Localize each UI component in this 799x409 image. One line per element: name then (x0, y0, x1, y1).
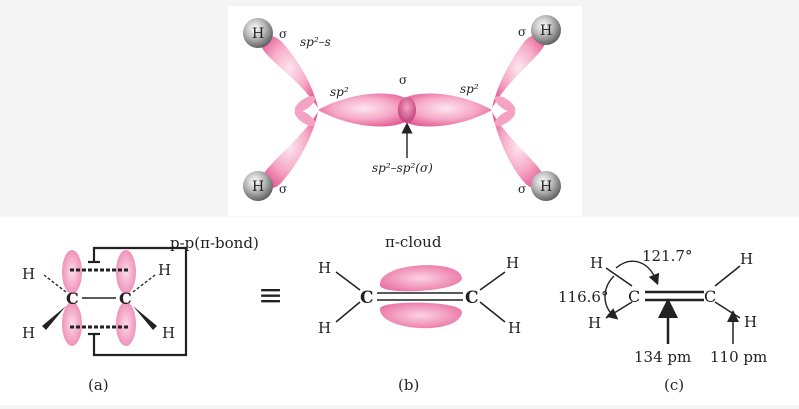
panel-c: C C H H H H 116.6° 121.7° 134 pm 110 pm … (558, 247, 767, 394)
ch-length-label: 110 pm (710, 348, 767, 366)
svg-text:H: H (252, 26, 264, 42)
h-a-2: H (22, 324, 35, 342)
carbon-left-c: C (628, 287, 640, 306)
back-lobe-left-a (294, 95, 316, 113)
sp2-lobe-center-left (318, 93, 411, 127)
sigma-label-upper-left: σ (279, 27, 287, 41)
sp2-label-right: sp² (460, 82, 479, 96)
sigma-label-lower-right: σ (518, 182, 526, 196)
back-lobe-right-b (494, 109, 516, 127)
h-a-4: H (162, 324, 175, 342)
carbon-left-b: C (360, 288, 374, 308)
svg-text:H: H (540, 179, 552, 195)
carbon-right-c: C (704, 287, 716, 306)
angle-arc-hcc (615, 260, 660, 286)
sigma-overlap (398, 97, 416, 123)
svg-text:H: H (540, 23, 552, 39)
bond-b-h2 (335, 301, 361, 323)
bond-b-h3 (479, 271, 506, 291)
sigma-label-lower-left: σ (279, 182, 287, 196)
h-c-3: H (740, 250, 753, 268)
p-orbital-left-top (62, 250, 82, 294)
h-atom-lower-left: H (243, 171, 273, 201)
h-b-3: H (506, 254, 519, 272)
h-b-4: H (508, 319, 521, 337)
pi-cloud-title: π-cloud (385, 233, 442, 251)
pi-bond-bracket (92, 246, 188, 357)
sp2-lobe-lower-left (260, 112, 318, 189)
bond-c-h1 (605, 267, 633, 287)
sp2-label-left: sp² (330, 85, 349, 99)
carbon-left-a: C (66, 289, 79, 308)
sigma-label-center: σ (399, 73, 407, 87)
caption-a: (a) (88, 376, 109, 394)
carbon-right-a: C (119, 289, 132, 308)
bond-c-h3 (714, 265, 741, 287)
pi-cloud-bottom (379, 302, 462, 329)
svg-text:H: H (252, 179, 264, 195)
p-orbital-right-top (116, 250, 136, 294)
angle-hcc-label: 121.7° (642, 247, 692, 265)
top-sigma-panel: H H H H σ σ σ σ sp²–s sp² sp² σ sp²–sp²(… (228, 6, 582, 216)
sigma-label-upper-right: σ (518, 25, 526, 39)
h-atom-upper-right: H (531, 15, 561, 45)
h-c-2: H (588, 314, 601, 332)
back-lobe-left-b (294, 109, 316, 127)
sp2-lobe-upper-right (492, 34, 546, 109)
p-orbital-right-bottom (116, 302, 136, 346)
equivalence-symbol: ≡ (258, 278, 283, 313)
angle-hch-label: 116.6° (558, 288, 608, 306)
h-atom-upper-left: H (243, 18, 273, 48)
h-a-1: H (22, 265, 35, 283)
h-c-1: H (590, 254, 603, 272)
sp2s-label: sp²–s (300, 35, 331, 49)
p-orbital-left-bottom (62, 302, 82, 346)
cc-length-label: 134 pm (634, 348, 691, 366)
carbon-right-b: C (465, 288, 479, 308)
h-a-3: H (158, 261, 171, 279)
panel-b: π-cloud C C H H H H (b) (318, 233, 521, 394)
pi-bond-label: p-p(π-bond) (170, 234, 259, 252)
back-lobe-right-a (494, 95, 516, 113)
sp2-lobe-center-right (399, 93, 492, 127)
h-b-1: H (318, 259, 331, 277)
angle-arc-hch (604, 275, 619, 320)
sp2-lobe-upper-left (260, 35, 318, 109)
bond-b-h4 (479, 301, 506, 323)
bond-a-h2 (42, 306, 66, 330)
caption-b: (b) (398, 376, 419, 394)
h-atom-lower-right: H (531, 171, 561, 201)
caption-c: (c) (664, 376, 684, 394)
sp2-lobe-lower-right (492, 112, 546, 189)
bond-a-h4 (133, 306, 157, 330)
h-c-4: H (744, 313, 757, 331)
pi-cloud-top (379, 265, 462, 292)
bond-b-h1 (335, 271, 361, 291)
h-b-2: H (318, 319, 331, 337)
sp2sp2-label: sp²–sp²(σ) (372, 161, 433, 175)
